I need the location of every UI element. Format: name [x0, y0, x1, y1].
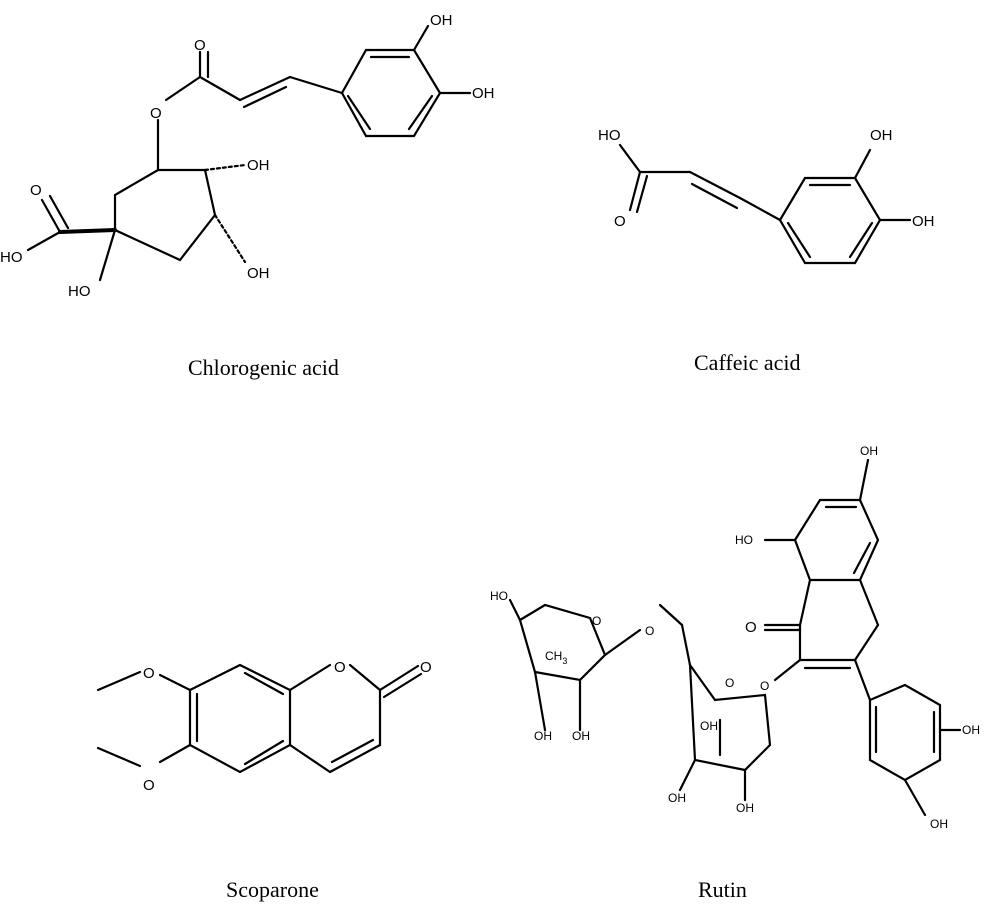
methyl-ch: CH [545, 649, 562, 663]
atom-oh-label: OH [247, 157, 270, 174]
atom-oh-label: OH [668, 791, 686, 805]
atom-oh-label: OH [736, 801, 754, 815]
atom-ho-label: HO [735, 533, 753, 547]
atom-oh-label: OH [430, 12, 453, 29]
atom-oh-label: OH [962, 723, 980, 737]
methyl-subscript: 3 [562, 656, 567, 666]
atom-oh-label: OH [912, 213, 935, 230]
atom-o-label: O [420, 659, 432, 676]
atom-o-label: O [334, 659, 346, 676]
atom-o-label: O [194, 37, 206, 54]
compound-caption-chlorogenic-acid: Chlorogenic acid [188, 355, 339, 380]
compound-caption-rutin: Rutin [698, 877, 747, 902]
rutin-structure: OH HO O O O O O OH OH OH OH OH HO OH OH … [490, 444, 980, 831]
atom-o-label: O [150, 105, 162, 122]
scoparone-structure: O O O O [96, 659, 432, 794]
atom-o-label: O [143, 665, 155, 682]
atom-ho-label: HO [68, 283, 91, 300]
atom-o-label: O [592, 614, 601, 628]
atom-o-label: O [614, 213, 626, 230]
atom-oh-label: OH [870, 127, 893, 144]
atom-oh-label: OH [860, 444, 878, 458]
atom-ho-label: HO [490, 589, 508, 603]
caffeic-acid-structure: OH OH HO O [598, 127, 935, 265]
compound-caption-caffeic-acid: Caffeic acid [694, 350, 800, 375]
methyl-label: CH3 [545, 649, 567, 666]
atom-o-label: O [645, 624, 654, 638]
atom-oh-label: OH [534, 729, 552, 743]
atom-o-label: O [30, 182, 42, 199]
atom-ho-label: HO [598, 127, 621, 144]
atom-oh-label: OH [572, 729, 590, 743]
atom-ho-label: HO [0, 249, 23, 266]
chlorogenic-acid-structure: OH OH O O OH OH O HO HO [0, 12, 495, 300]
compound-caption-scoparone: Scoparone [226, 877, 319, 902]
atom-oh-label: OH [472, 85, 495, 102]
atom-o-label: O [725, 676, 734, 690]
atom-o-label: O [760, 679, 769, 693]
atom-oh-label: OH [930, 817, 948, 831]
atom-oh-label: OH [700, 719, 718, 733]
atom-oh-label: OH [247, 265, 270, 282]
atom-o-label: O [745, 619, 757, 636]
atom-o-label: O [143, 777, 155, 794]
